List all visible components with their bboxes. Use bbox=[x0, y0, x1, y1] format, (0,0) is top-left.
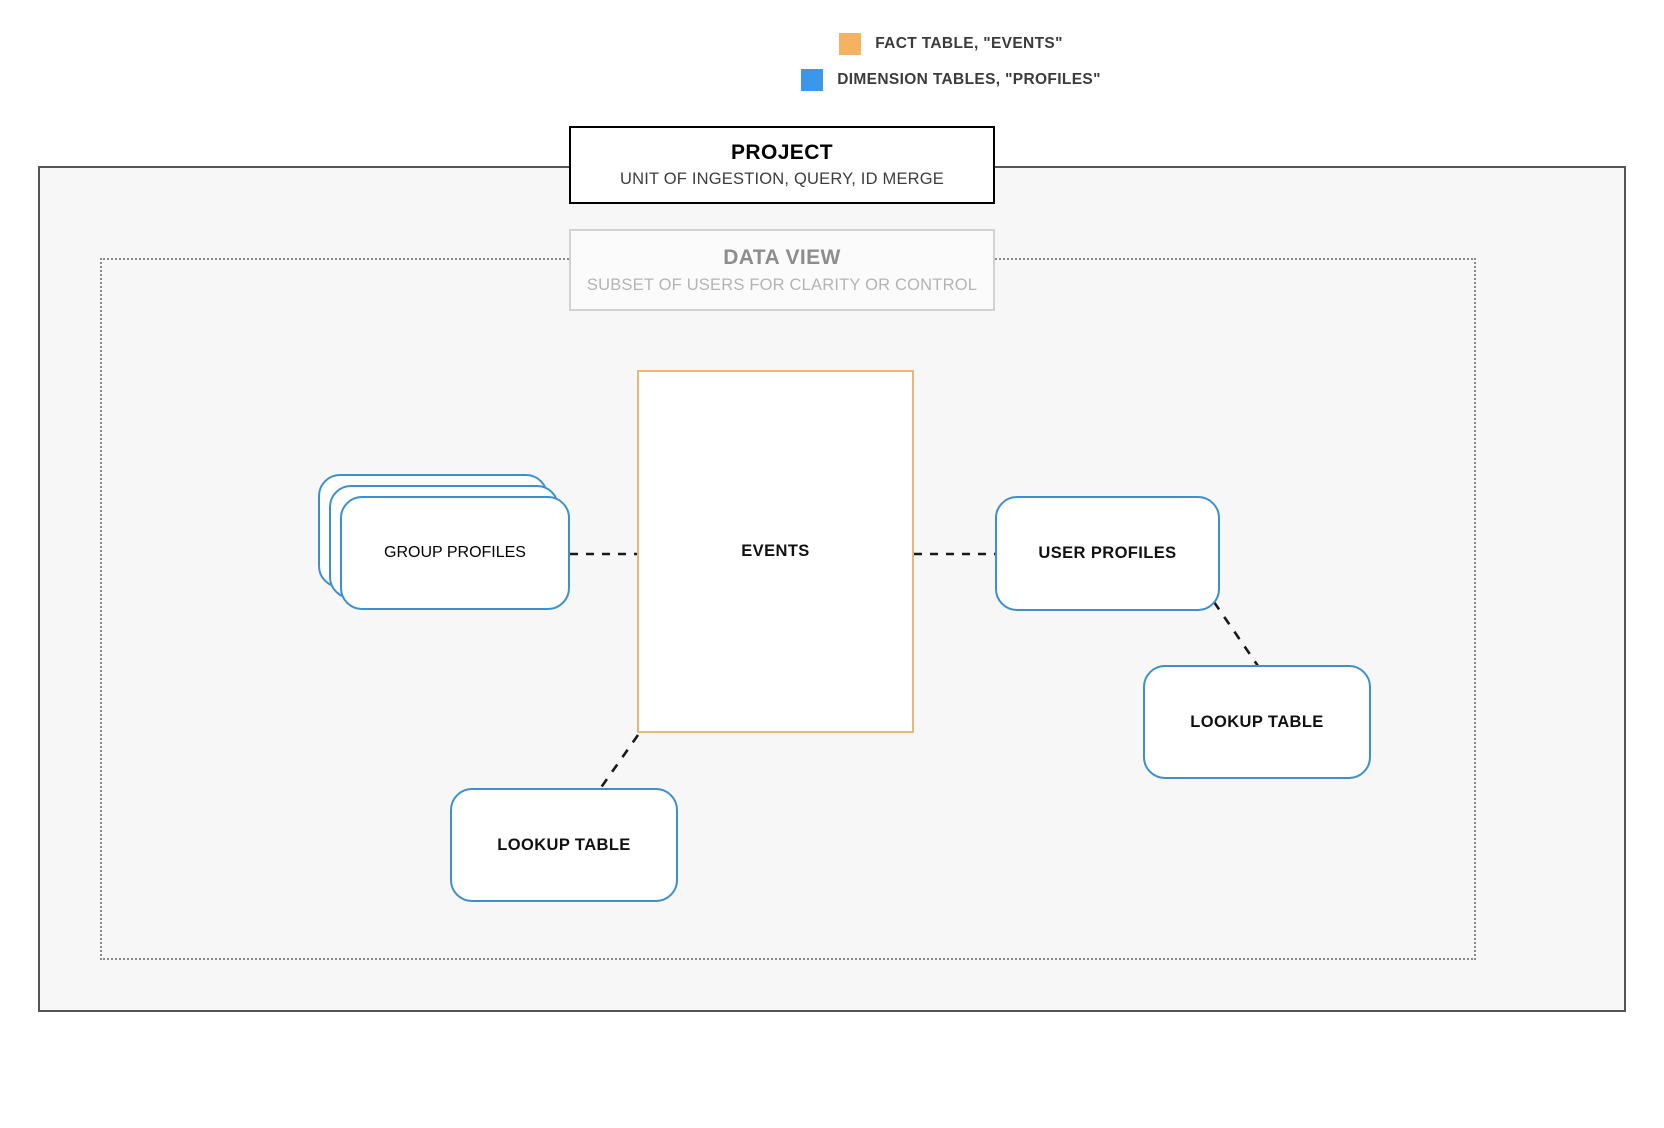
legend-item-fact-table: FACT TABLE, "EVENTS" bbox=[0, 26, 1664, 62]
group-profiles-stack[interactable]: GROUP PROFILES bbox=[318, 474, 570, 610]
data-view-subtitle: SUBSET OF USERS FOR CLARITY OR CONTROL bbox=[586, 275, 978, 294]
project-subtitle: UNIT OF INGESTION, QUERY, ID MERGE bbox=[619, 170, 944, 188]
user-profiles-label: USER PROFILES bbox=[1038, 544, 1177, 562]
legend-label-dimension-tables: DIMENSION TABLES, "PROFILES" bbox=[837, 71, 1101, 88]
lookup-table-right-label: LOOKUP TABLE bbox=[1190, 712, 1324, 731]
data-view-card[interactable]: DATA VIEW SUBSET OF USERS FOR CLARITY OR… bbox=[569, 229, 995, 311]
group-profiles-label: GROUP PROFILES bbox=[384, 544, 526, 561]
square-swatch-icon-dimension bbox=[801, 69, 824, 91]
data-view-title: DATA VIEW bbox=[723, 245, 841, 269]
group-profiles-sheet-front[interactable]: GROUP PROFILES bbox=[340, 496, 570, 610]
lookup-table-left-label: LOOKUP TABLE bbox=[497, 835, 631, 854]
lookup-table-left[interactable]: LOOKUP TABLE bbox=[450, 788, 678, 902]
legend-label-fact-table: FACT TABLE, "EVENTS" bbox=[875, 35, 1063, 52]
square-swatch-icon-fact bbox=[839, 33, 862, 55]
legend: FACT TABLE, "EVENTS" DIMENSION TABLES, "… bbox=[0, 26, 1664, 98]
project-card[interactable]: PROJECT UNIT OF INGESTION, QUERY, ID MER… bbox=[569, 126, 995, 204]
legend-item-dimension-tables: DIMENSION TABLES, "PROFILES" bbox=[0, 62, 1664, 98]
events-fact-table[interactable]: EVENTS bbox=[637, 370, 914, 733]
user-profiles-table[interactable]: USER PROFILES bbox=[995, 496, 1220, 611]
project-title: PROJECT bbox=[731, 141, 833, 164]
events-label: EVENTS bbox=[741, 542, 810, 560]
lookup-table-right[interactable]: LOOKUP TABLE bbox=[1143, 665, 1371, 779]
